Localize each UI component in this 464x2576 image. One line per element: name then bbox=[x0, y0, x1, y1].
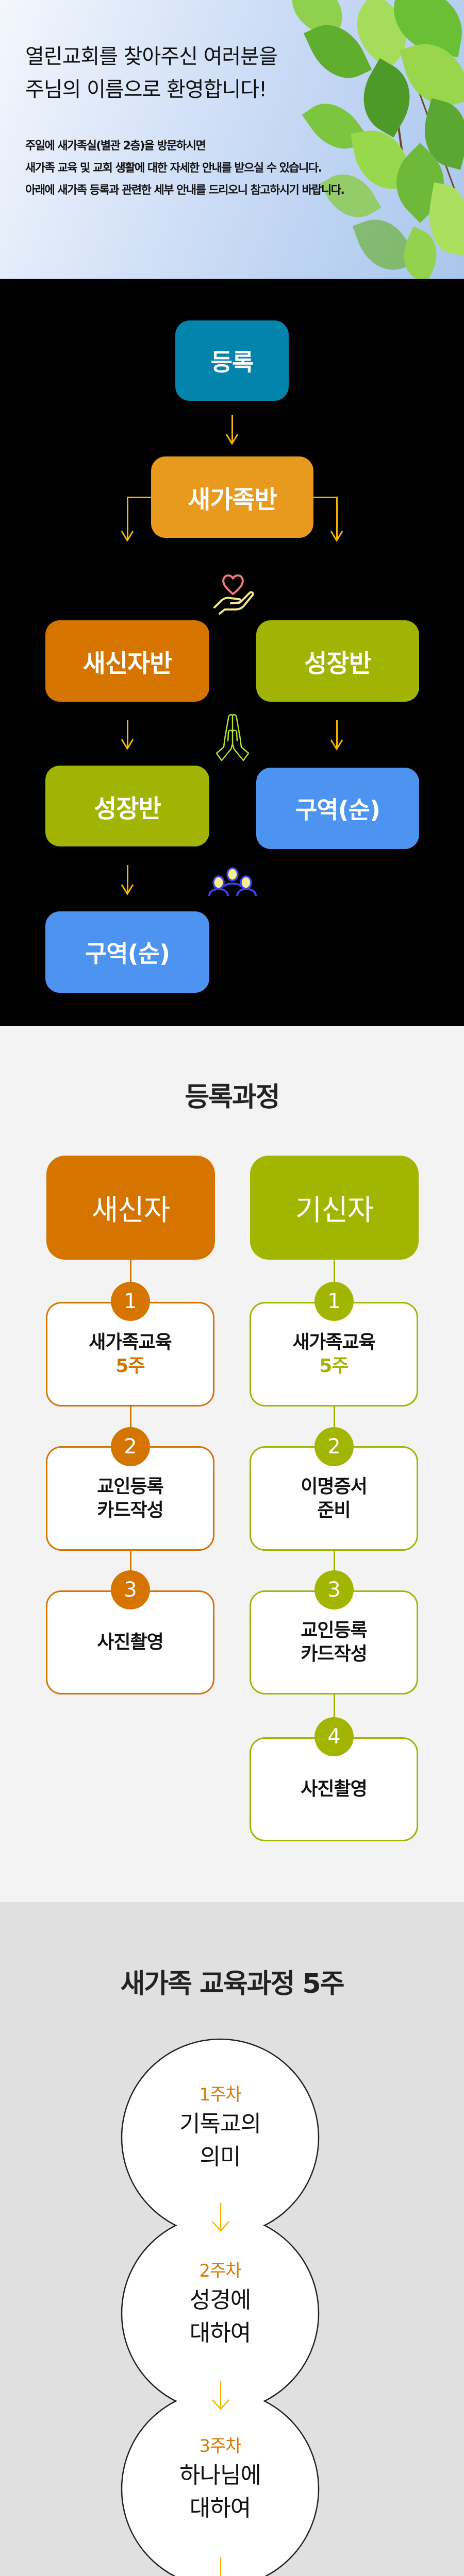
week-label: 3주차 bbox=[199, 2436, 241, 2456]
step-number-badge: 3 bbox=[111, 1570, 150, 1609]
step-number-badge: 1 bbox=[314, 1282, 354, 1321]
step-number-badge: 2 bbox=[314, 1427, 354, 1466]
step-title: 새가족교육 bbox=[292, 1331, 376, 1353]
step-duration: 5주 bbox=[319, 1355, 349, 1377]
registration-process-section: 등록과정 새신자 1 새가족교육 5주 2 교인등록 카드작성 3 사진촬영 기… bbox=[0, 1026, 464, 1902]
new-believer-category: 새신자 bbox=[46, 1156, 215, 1260]
new-believer-label: 새신자 bbox=[91, 1193, 171, 1227]
step-number-badge: 2 bbox=[111, 1427, 150, 1466]
week-3-item: 3주차 하나님에 대하여 bbox=[117, 2435, 323, 2527]
existing-believer-category: 기신자 bbox=[250, 1156, 419, 1260]
hero-banner: 열린교회를 찾아주신 여러분을 주님의 이름으로 환영합니다! 주일에 새가족실… bbox=[0, 0, 464, 279]
flow-register-box: 등록 bbox=[175, 320, 289, 401]
week-bubble-chain bbox=[121, 2038, 320, 2576]
flow-new-believer-class-label: 새신자반 bbox=[82, 649, 173, 678]
step-title: 교인등록 bbox=[301, 1620, 367, 1641]
step-number: 1 bbox=[327, 1290, 341, 1313]
people-group-icon bbox=[208, 867, 257, 896]
step-title: 새가족교육 bbox=[89, 1331, 172, 1353]
week-label: 1주차 bbox=[199, 2084, 241, 2105]
welcome-title-line-2: 주님의 이름으로 환영합니다! bbox=[25, 78, 267, 101]
week-topic-line-2: 대하여 bbox=[189, 2320, 251, 2346]
week-topic: 하나님에 bbox=[179, 2462, 261, 2488]
flow-district-right-box: 구역(순) bbox=[256, 768, 419, 849]
week-topic-line-2: 의미 bbox=[200, 2144, 241, 2170]
education-title: 새가족 교육과정 5주 bbox=[120, 1969, 344, 1999]
step-number: 3 bbox=[327, 1578, 341, 1602]
week-label: 2주차 bbox=[199, 2261, 241, 2281]
flow-district-right-label: 구역(순) bbox=[295, 796, 380, 824]
flow-district-left-label: 구역(순) bbox=[85, 940, 170, 968]
flow-register-label: 등록 bbox=[210, 348, 254, 376]
step-title: 이명증서 bbox=[301, 1476, 367, 1497]
step-title-line-2: 카드작성 bbox=[97, 1499, 163, 1521]
welcome-desc-line-3: 아래에 새가족 등록과 관련한 세부 안내를 드리오니 참고하시기 바랍니다. bbox=[25, 184, 345, 197]
step-title-line-2: 준비 bbox=[317, 1499, 351, 1521]
week-2-item: 2주차 성경에 대하여 bbox=[117, 2260, 323, 2351]
flow-newcomer-class-label: 새가족반 bbox=[188, 485, 277, 514]
step-number: 3 bbox=[124, 1578, 137, 1602]
flow-district-left-box: 구역(순) bbox=[45, 911, 209, 993]
flow-growth-class-right-box: 성장반 bbox=[256, 620, 419, 702]
step-number: 2 bbox=[327, 1435, 341, 1459]
week-topic-line-2: 대하여 bbox=[189, 2495, 251, 2521]
existing-believer-label: 기신자 bbox=[295, 1193, 374, 1227]
step-number-badge: 1 bbox=[111, 1282, 150, 1321]
flow-growth-class-right-label: 성장반 bbox=[304, 649, 371, 678]
heart-in-hand-icon bbox=[213, 574, 254, 615]
registration-title: 등록과정 bbox=[185, 1082, 280, 1113]
flow-growth-class-left-box: 성장반 bbox=[45, 766, 209, 846]
welcome-desc-line-1: 주일에 새가족실(별관 2층)을 방문하시면 bbox=[25, 140, 206, 152]
welcome-description: 주일에 새가족실(별관 2층)을 방문하시면 새가족 교육 및 교회 생활에 대… bbox=[25, 135, 417, 201]
flow-newcomer-class-box: 새가족반 bbox=[151, 456, 313, 538]
welcome-title-line-1: 열린교회를 찾아주신 여러분을 bbox=[25, 45, 278, 69]
flow-growth-class-left-label: 성장반 bbox=[94, 794, 161, 823]
new-believer-step-1-card: 새가족교육 5주 bbox=[46, 1302, 214, 1406]
step-number: 2 bbox=[124, 1435, 137, 1459]
step-number: 4 bbox=[327, 1725, 341, 1749]
education-course-section: 새가족 교육과정 5주 1주차 기독교의 의미 2주차 성경에 대하여 bbox=[0, 1902, 464, 2576]
arrow-down-icon bbox=[212, 2557, 229, 2576]
arrow-down-icon bbox=[212, 2381, 229, 2410]
week-topic: 성경에 bbox=[189, 2287, 251, 2313]
step-number-badge: 4 bbox=[314, 1717, 354, 1756]
week-1-item: 1주차 기독교의 의미 bbox=[117, 2083, 323, 2175]
step-title-line-2: 카드작성 bbox=[301, 1643, 367, 1665]
flow-new-believer-class-box: 새신자반 bbox=[45, 620, 209, 702]
step-title: 사진촬영 bbox=[97, 1632, 163, 1653]
step-title: 사진촬영 bbox=[301, 1778, 367, 1800]
step-title: 교인등록 bbox=[97, 1476, 163, 1497]
week-topic: 기독교의 bbox=[179, 2111, 261, 2137]
class-flowchart: 등록 새가족반 새신자반 성장반 bbox=[0, 279, 464, 1026]
step-number: 1 bbox=[124, 1290, 137, 1313]
welcome-desc-line-2: 새가족 교육 및 교회 생활에 대한 자세한 안내를 받으실 수 있습니다. bbox=[25, 162, 322, 175]
welcome-title: 열린교회를 찾아주신 여러분을 주님의 이름으로 환영합니다! bbox=[25, 40, 314, 106]
step-duration: 5주 bbox=[115, 1355, 145, 1377]
praying-hands-icon bbox=[216, 714, 250, 761]
step-number-badge: 3 bbox=[314, 1570, 354, 1609]
arrow-down-icon bbox=[212, 2203, 229, 2232]
